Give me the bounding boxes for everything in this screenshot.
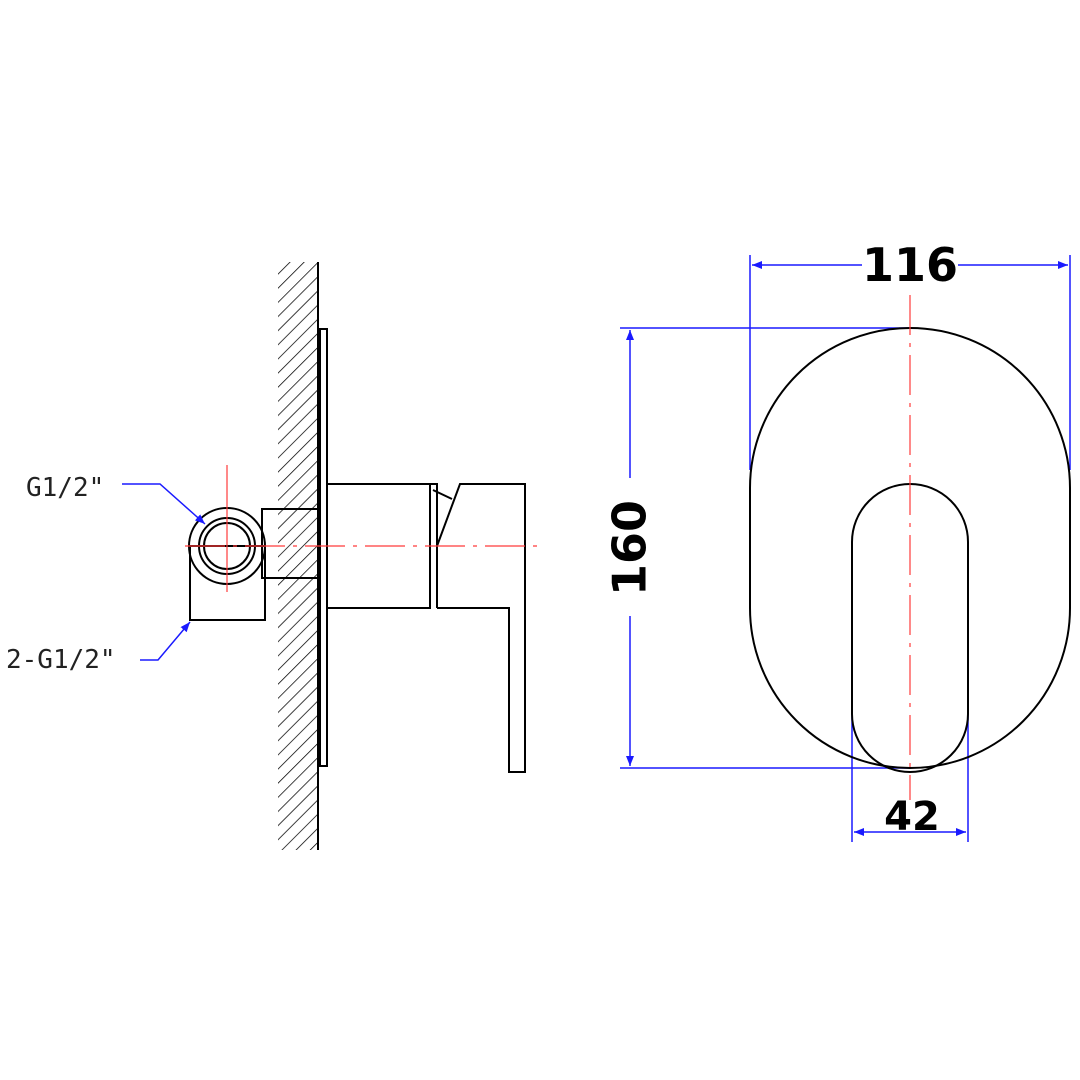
valve-collar — [430, 483, 438, 608]
inlet-leader — [122, 483, 206, 525]
side-view: G1/2" 2-G1/2" — [6, 262, 540, 850]
outlet-leader — [140, 621, 191, 661]
front-view: 116 160 42 — [603, 238, 1071, 842]
outlet-label: 2-G1/2" — [6, 645, 116, 675]
wall-hatch — [278, 262, 318, 850]
inlet-label: G1/2" — [26, 473, 104, 503]
handle-width-dimension: 42 — [884, 794, 940, 840]
width-dimension: 116 — [862, 238, 958, 292]
height-dimension: 160 — [603, 500, 657, 596]
lever-handle — [436, 483, 526, 773]
collar-edge — [432, 489, 453, 500]
cover-plate — [319, 328, 328, 767]
pipe-body — [261, 508, 319, 579]
